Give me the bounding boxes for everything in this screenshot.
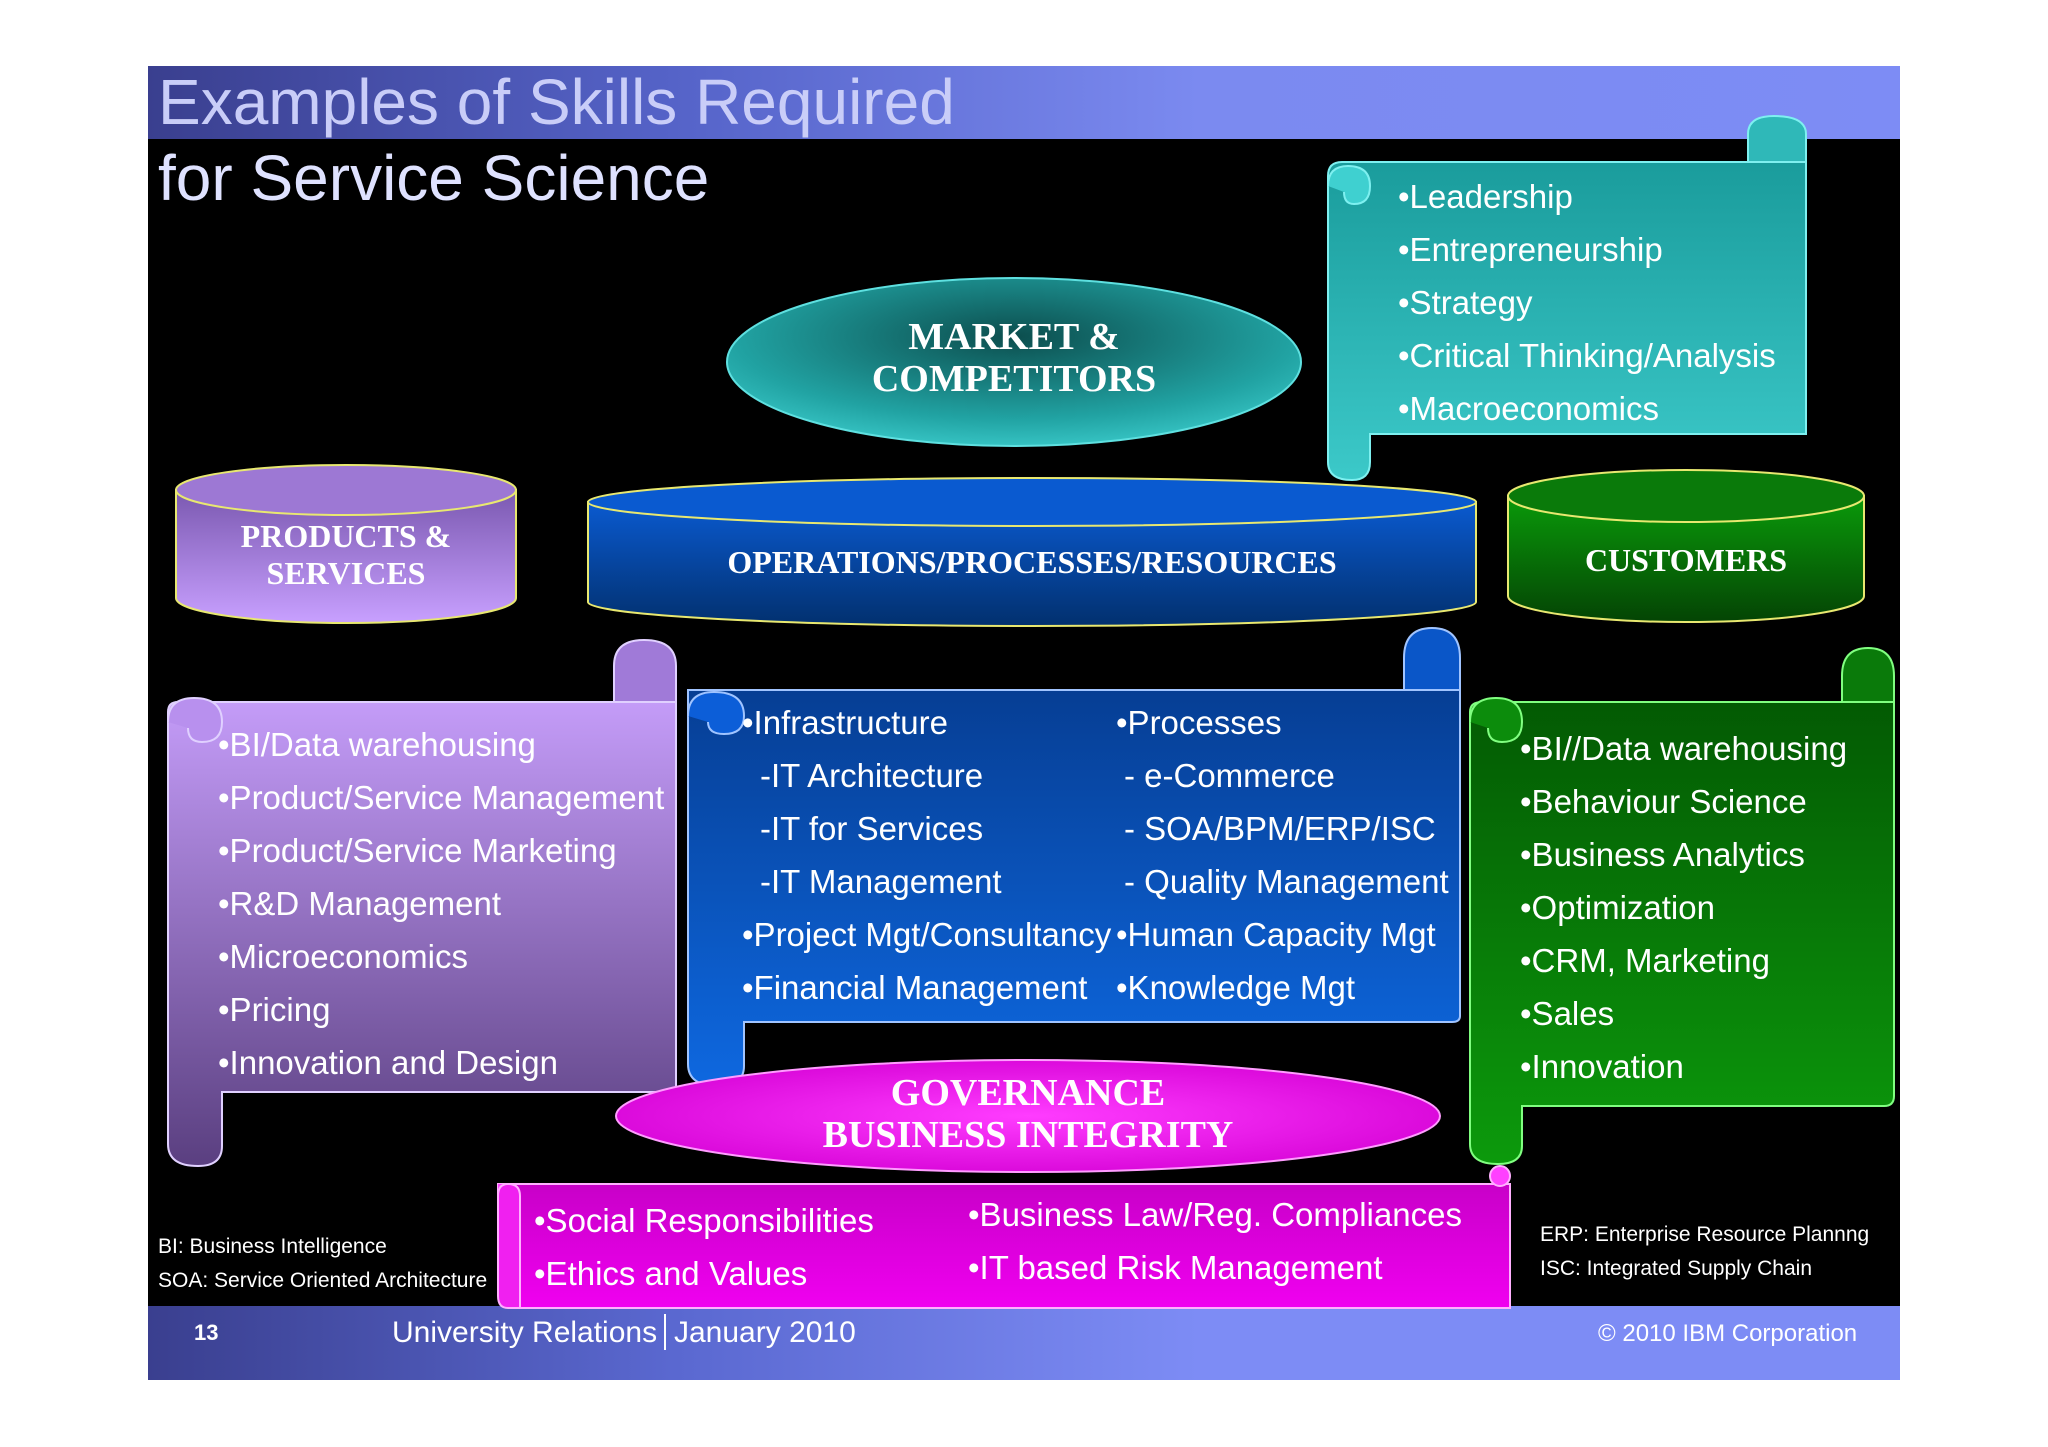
- list-item: •Project Mgt/Consultancy: [742, 916, 1112, 953]
- market-label-line2: COMPETITORS: [871, 358, 1157, 400]
- list-item: •Product/Service Marketing: [218, 832, 617, 869]
- list-item: •BI/Data warehousing: [218, 726, 536, 763]
- customers-cylinder: [1507, 469, 1865, 623]
- governance-box: [497, 1156, 1511, 1309]
- slide-title-line1: Examples of Skills Required: [158, 66, 955, 138]
- list-item: •Sales: [1520, 995, 1615, 1032]
- market-ellipse: [726, 277, 1302, 447]
- list-item: •Behaviour Science: [1520, 783, 1807, 820]
- list-item: -IT for Services: [760, 810, 984, 847]
- list-item: •Ethics and Values: [534, 1255, 808, 1292]
- abbreviations-right: ERP: Enterprise Resource Plannng ISC: In…: [1540, 1218, 1869, 1286]
- list-item: •Processes: [1116, 704, 1282, 741]
- governance-ellipse: [615, 1059, 1441, 1173]
- products-label: PRODUCTS & SERVICES: [176, 518, 516, 592]
- footer-date: January 2010: [674, 1316, 856, 1349]
- list-item: •CRM, Marketing: [1520, 942, 1770, 979]
- list-item: - e-Commerce: [1124, 757, 1335, 794]
- customers-skills-list: •BI//Data warehousing •Behaviour Science…: [1520, 722, 1847, 1093]
- market-scroll: [1327, 114, 1807, 482]
- abbreviation-note: ISC: Integrated Supply Chain: [1540, 1257, 1812, 1280]
- list-item: •Knowledge Mgt: [1116, 969, 1356, 1006]
- list-item: •Business Law/Reg. Compliances: [968, 1196, 1462, 1233]
- operations-cylinder: [587, 477, 1477, 627]
- list-item: - SOA/BPM/ERP/ISC: [1124, 810, 1436, 847]
- governance-left-list: •Social Responsibilities •Ethics and Val…: [534, 1194, 874, 1300]
- list-item: •Infrastructure: [742, 704, 948, 741]
- list-item: -IT Management: [760, 863, 1002, 900]
- list-item: •Microeconomics: [218, 938, 468, 975]
- diagram-shapes: [167, 114, 1895, 1309]
- list-item: •Strategy: [1398, 284, 1533, 321]
- abbreviation-note: ERP: Enterprise Resource Plannng: [1540, 1223, 1870, 1246]
- abbreviation-note: BI: Business Intelligence: [158, 1235, 387, 1258]
- list-item: •Pricing: [218, 991, 331, 1028]
- products-label-line2: SERVICES: [266, 555, 426, 591]
- list-item: - Quality Management: [1124, 863, 1449, 900]
- list-item: •R&D Management: [218, 885, 502, 922]
- operations-right-list: •Processes - e-Commerce - SOA/BPM/ERP/IS…: [1116, 696, 1449, 1014]
- market-label: MARKET & COMPETITORS: [828, 316, 1200, 400]
- governance-right-list: •Business Law/Reg. Compliances •IT based…: [968, 1188, 1462, 1294]
- products-scroll: [167, 638, 677, 1168]
- list-item: •Business Analytics: [1520, 836, 1805, 873]
- footer-dept: University Relations: [392, 1316, 658, 1349]
- list-item: •Financial Management: [742, 969, 1088, 1006]
- operations-label: OPERATIONS/PROCESSES/RESOURCES: [727, 544, 1337, 580]
- list-item: •Optimization: [1520, 889, 1715, 926]
- list-item: •Product/Service Management: [218, 779, 665, 816]
- market-label-line1: MARKET &: [908, 316, 1120, 358]
- title-bar: [148, 66, 1900, 139]
- customers-scroll: [1469, 646, 1895, 1166]
- operations-left-list: •Infrastructure -IT Architecture -IT for…: [742, 696, 1111, 1014]
- list-item: •Leadership: [1398, 178, 1573, 215]
- slide-title-line2: for Service Science: [158, 142, 710, 214]
- abbreviations-left: BI: Business Intelligence SOA: Service O…: [158, 1230, 487, 1298]
- slide: Examples of Skills Required for Service …: [148, 66, 1900, 1380]
- customers-label: CUSTOMERS: [1584, 542, 1788, 578]
- list-item: •Critical Thinking/Analysis: [1398, 337, 1776, 374]
- abbreviation-note: SOA: Service Oriented Architecture: [158, 1269, 488, 1292]
- products-label-line1: PRODUCTS &: [240, 518, 452, 554]
- list-item: •Entrepreneurship: [1398, 231, 1663, 268]
- products-cylinder: [175, 464, 517, 624]
- products-skills-list: •BI/Data warehousing •Product/Service Ma…: [218, 718, 664, 1089]
- list-item: •IT based Risk Management: [968, 1249, 1383, 1286]
- market-skills-list: •Leadership •Entrepreneurship •Strategy …: [1398, 170, 1776, 435]
- footer-bar: [148, 1306, 1900, 1380]
- footer-divider: [664, 1314, 666, 1350]
- list-item: •Macroeconomics: [1398, 390, 1659, 427]
- footer-copyright: © 2010 IBM Corporation: [1598, 1320, 1858, 1347]
- governance-label-line2: BUSINESS INTEGRITY: [822, 1114, 1234, 1156]
- governance-label-line1: GOVERNANCE: [890, 1072, 1166, 1114]
- list-item: -IT Architecture: [760, 757, 984, 794]
- list-item: •Human Capacity Mgt: [1116, 916, 1436, 953]
- list-item: •Social Responsibilities: [534, 1202, 874, 1239]
- page-number: 13: [194, 1320, 219, 1345]
- list-item: •BI//Data warehousing: [1520, 730, 1848, 767]
- list-item: •Innovation and Design: [218, 1044, 558, 1081]
- governance-label: GOVERNANCE BUSINESS INTEGRITY: [648, 1072, 1408, 1156]
- list-item: •Innovation: [1520, 1048, 1684, 1085]
